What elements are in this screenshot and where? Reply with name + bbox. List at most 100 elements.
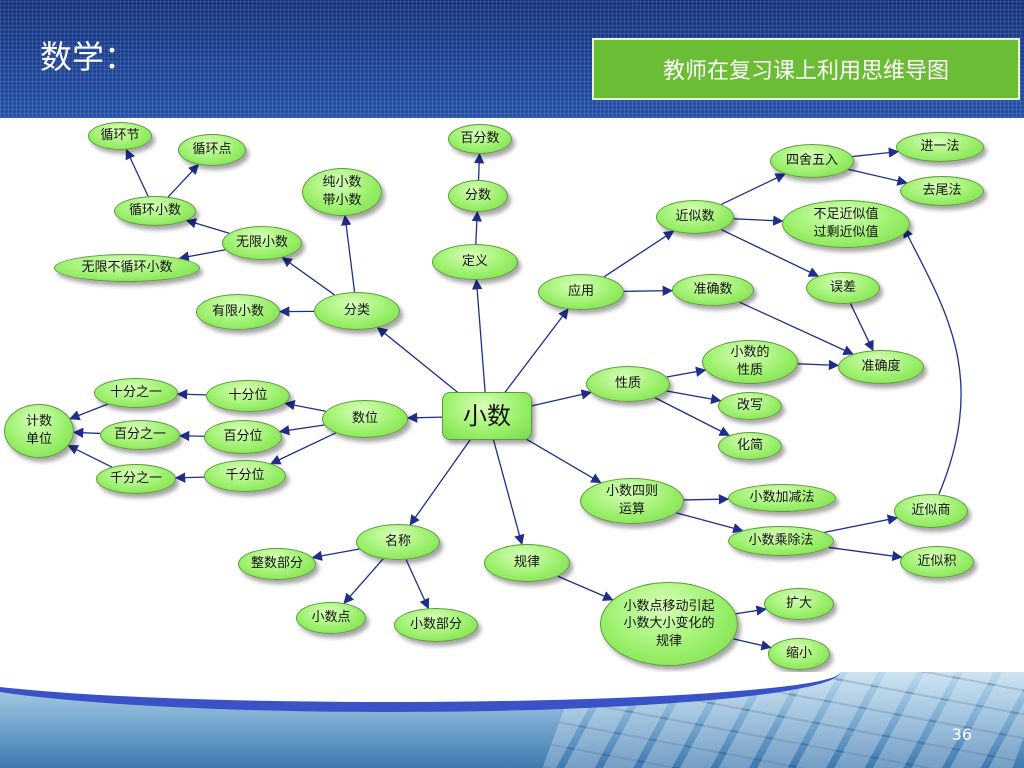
edge-sizeyunsuan-chengchu [676, 512, 744, 534]
edge-yingyong-zhunqueshu [623, 285, 674, 296]
edge-yingyong-jinsishu [603, 230, 675, 278]
node-suoxiao: 缩小 [768, 638, 830, 670]
edge-sishewuru-quweifa [848, 168, 908, 186]
node-shifen: 十分之一 [94, 378, 178, 408]
edge-shifen-jishudanwei [69, 403, 108, 421]
slide-title: 数学： [40, 38, 137, 76]
edge-central-mingcheng [409, 438, 472, 526]
edge-shuwei-baiwei [278, 424, 325, 436]
edge-jinsishu-wucha [720, 228, 820, 277]
edge-chengchu-jinsiji [828, 546, 903, 562]
edge-wuxianxiaoshu-wuxianbuxunhuan [178, 249, 226, 262]
node-zhunquedu: 准确度 [838, 350, 924, 384]
slide-footer: 36 [0, 672, 1024, 768]
node-jishudanwei: 计数 单位 [4, 404, 74, 458]
node-chunxiaoshu: 纯小数 带小数 [302, 168, 382, 216]
node-shuwei: 数位 [322, 400, 408, 438]
edge-central-shuwei [406, 412, 443, 423]
node-guilv: 规律 [484, 544, 570, 582]
slide-subtitle-text: 教师在复习课上利用思维导图 [662, 59, 949, 84]
edge-xingzhi-gaixie [666, 390, 722, 405]
node-yingyong: 应用 [538, 274, 624, 310]
edge-xunhuanxiaoshu-xunhuanjie [125, 148, 149, 197]
node-baifenshu: 百分数 [448, 124, 512, 154]
node-wucha: 误差 [806, 272, 880, 304]
node-fenlei: 分类 [314, 292, 400, 330]
edge-jinsishu-sishewuru [720, 173, 786, 206]
edge-guilv-yidong [557, 575, 614, 601]
node-fenshu: 分数 [448, 180, 508, 212]
edge-sizeyunsuan-jiajian [683, 494, 730, 505]
node-mingcheng: 名称 [356, 524, 440, 560]
node-baiwei: 百分位 [204, 420, 282, 454]
node-dingyi: 定义 [432, 244, 518, 280]
node-gaixie: 改写 [718, 392, 782, 420]
edge-shuwei-shiwei [284, 400, 326, 412]
node-buzujinsi: 不足近似值 过剩近似值 [782, 200, 910, 248]
edge-xiaoshudexingzhi-zhunquedu [797, 359, 840, 371]
edge-baifen-jishudanwei [72, 427, 101, 438]
edge-shuwei-qianwei [270, 432, 336, 465]
edge-wucha-zhunquedu [849, 303, 874, 352]
node-wuxianbuxunhuan: 无限不循环小数 [54, 254, 200, 282]
node-sishewuru: 四舍五入 [770, 144, 854, 178]
edge-central-fenlei [376, 327, 463, 397]
node-xunhuandian: 循环点 [178, 134, 246, 166]
edge-shiwei-shifen [176, 389, 207, 400]
edge-chengchu-jinsishang [824, 514, 899, 533]
edge-central-dingyi [471, 278, 486, 393]
node-wuxianxiaoshu: 无限小数 [222, 226, 302, 260]
edge-mingcheng-xiaoshubufen [405, 559, 430, 610]
node-sizeyunsuan: 小数四则 运算 [580, 478, 684, 524]
edge-wuxianxiaoshu-xunhuanxiaoshu [185, 218, 230, 234]
node-qianwei: 千分位 [204, 460, 286, 492]
node-xunhuanxiaoshu: 循环小数 [114, 196, 196, 226]
edge-yidong-suoxiao [733, 638, 772, 651]
node-jinyifa: 进一法 [896, 132, 984, 162]
slide-subtitle: 教师在复习课上利用思维导图 [592, 38, 1020, 100]
node-xunhuanjie: 循环节 [88, 122, 152, 150]
node-huajian: 化简 [718, 432, 782, 460]
edge-xingzhi-xiaoshudexingzhi [666, 366, 707, 378]
edge-fenlei-chunxiaoshu [341, 214, 356, 293]
node-chengchu: 小数乘除法 [728, 526, 834, 556]
edge-fenshu-baifenshu [473, 152, 485, 181]
node-zhunqueshu: 准确数 [672, 274, 754, 306]
edge-zhunqueshu-zhunquedu [739, 301, 854, 355]
node-quweifa: 去尾法 [900, 176, 984, 206]
node-shiwei: 十分位 [206, 380, 290, 412]
edge-mingcheng-xiaoshudian [343, 558, 384, 604]
edge-yidong-kuoda [735, 605, 767, 616]
node-yidong: 小数点移动引起 小数大小变化的 规律 [600, 582, 738, 666]
node-xingzhi: 性质 [586, 366, 670, 402]
mind-map: 小数 循环节 循环点 循环小数 无限小数 无限不循环小数 有限小数 纯小数 带小… [0, 118, 1024, 678]
edge-jinsishang-buzujinsi [903, 227, 962, 495]
node-central: 小数 [442, 392, 532, 440]
node-jinsishu: 近似数 [656, 200, 734, 234]
edge-xingzhi-huajian [654, 397, 731, 436]
edge-central-yingyong [503, 308, 569, 395]
edge-central-xingzhi [528, 389, 592, 408]
slide-header: 数学： 教师在复习课上利用思维导图 [0, 0, 1024, 118]
edge-fenlei-wuxianxiaoshu [281, 257, 335, 296]
node-baifen: 百分之一 [100, 420, 180, 450]
edge-qianfen-jishudanwei [67, 444, 113, 468]
node-jiajian: 小数加减法 [728, 484, 836, 512]
node-xiaoshubufen: 小数部分 [394, 608, 478, 642]
edge-central-sizeyunsuan [516, 433, 602, 484]
node-jinsishang: 近似商 [894, 494, 968, 528]
node-zhengshubufen: 整数部分 [238, 548, 316, 580]
node-qianfen: 千分之一 [96, 464, 176, 494]
node-xiaoshudian: 小数点 [296, 602, 366, 634]
edge-mingcheng-zhengshubufen [311, 548, 360, 561]
edge-dingyi-fenshu [471, 210, 483, 245]
edge-qianwei-qianfen [174, 472, 205, 483]
edge-jinsishu-buzujinsi [733, 215, 784, 226]
edge-sishewuru-jinyifa [852, 147, 900, 158]
node-jinsiji: 近似积 [900, 546, 974, 578]
edge-xunhuanxiaoshu-xunhuandian [167, 163, 200, 198]
edge-central-guilv [492, 439, 525, 546]
node-kuoda: 扩大 [764, 588, 834, 620]
node-youxianxiaoshu: 有限小数 [196, 294, 280, 330]
page-number: 36 [951, 725, 972, 744]
